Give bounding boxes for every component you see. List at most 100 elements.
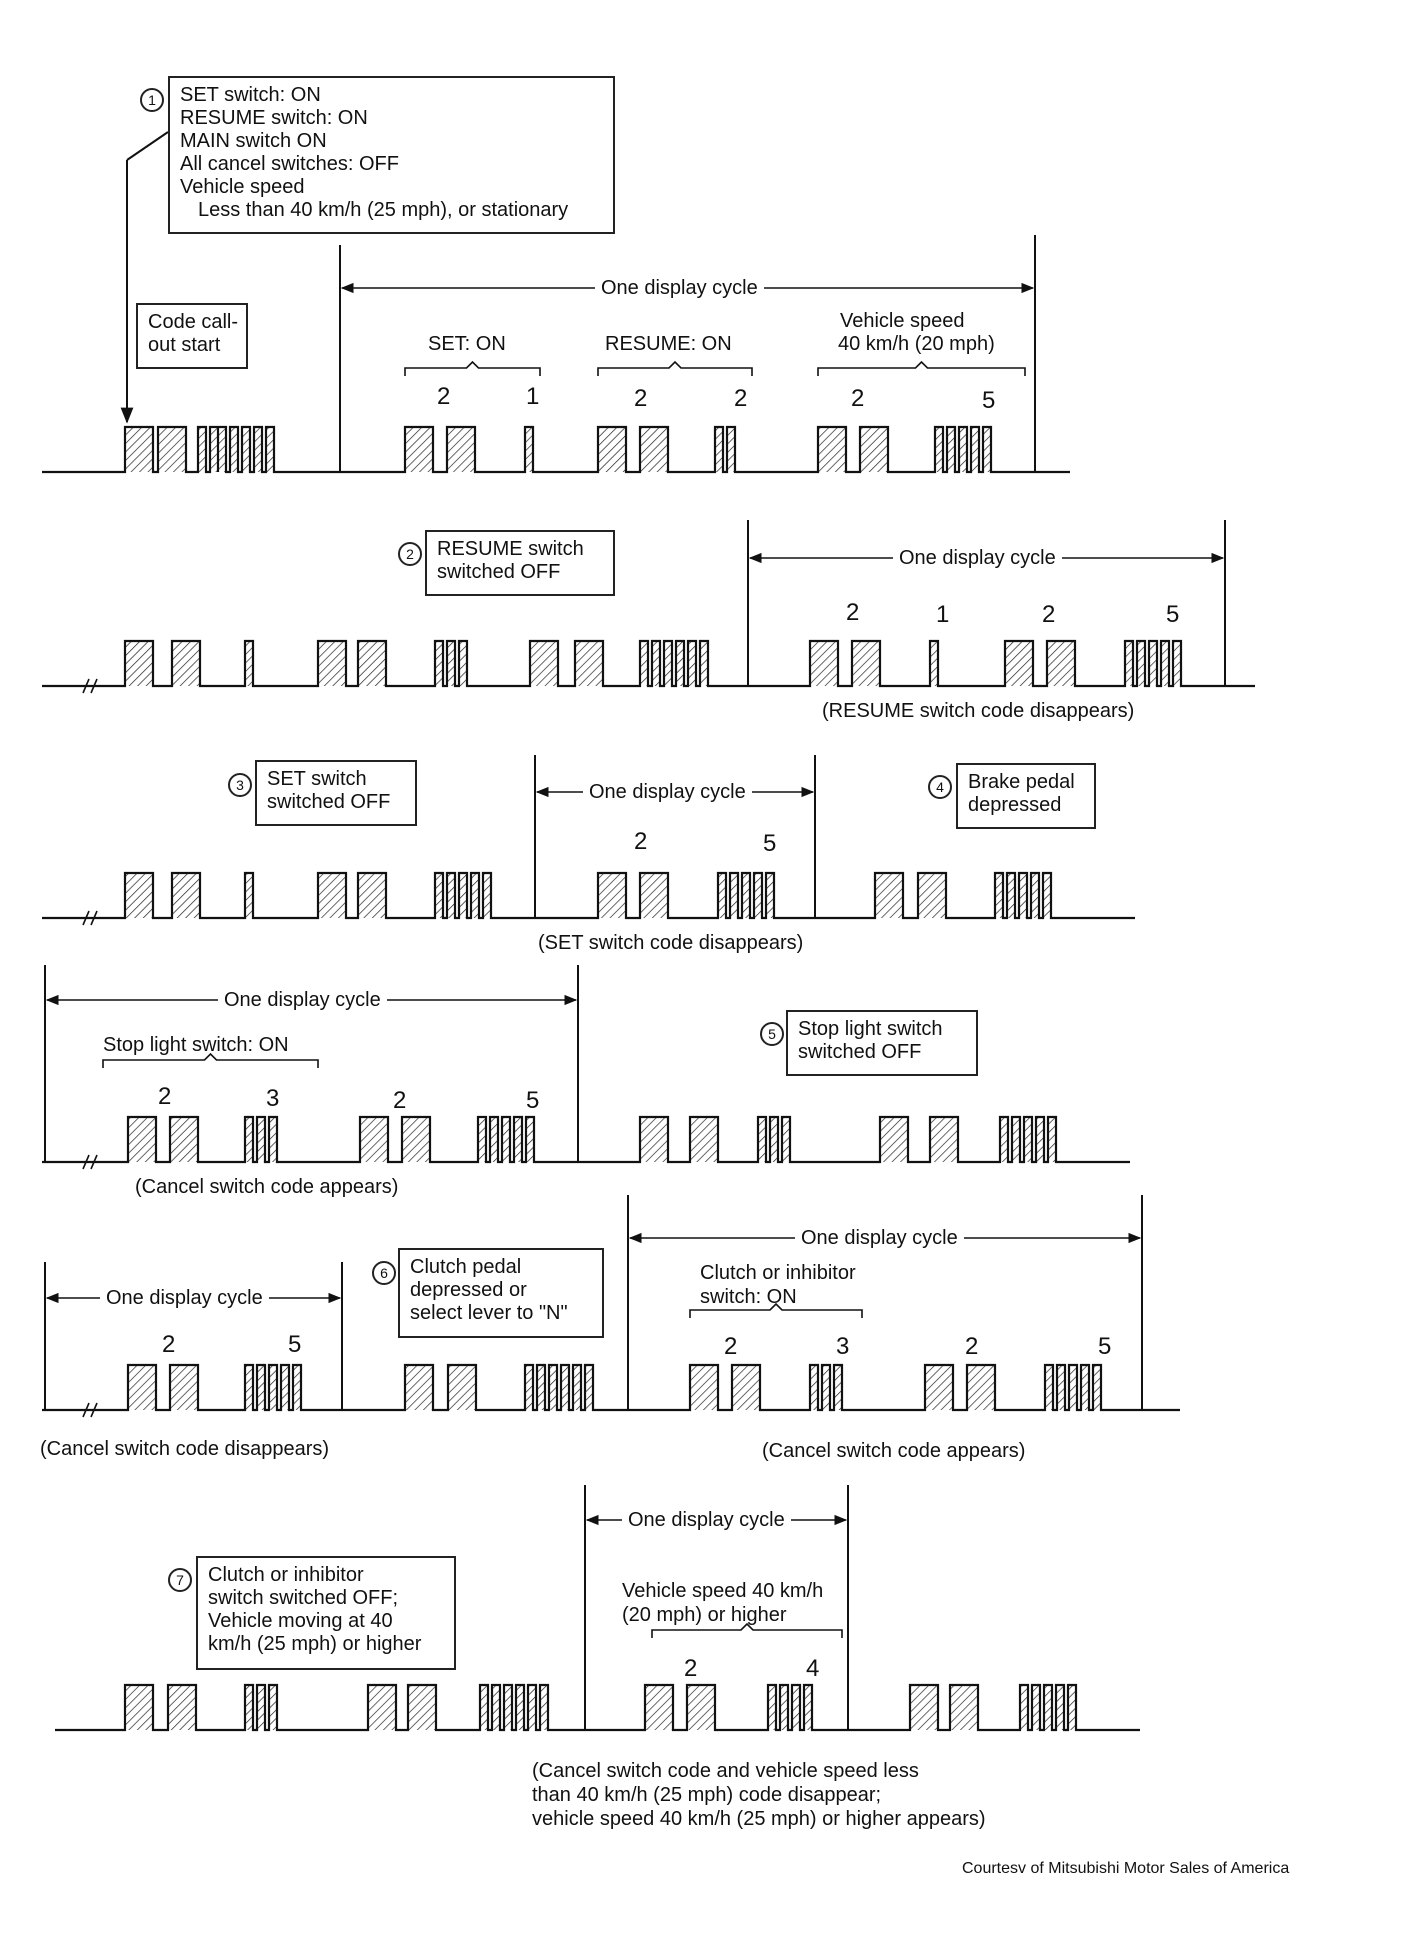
code-pulse (700, 641, 708, 686)
code-pulse (1125, 641, 1133, 686)
group-brace (102, 1052, 319, 1068)
code-pulse (525, 427, 533, 472)
group-brace (651, 1622, 843, 1638)
note-line: select lever to "N" (410, 1302, 568, 1324)
signal-line (42, 1115, 1130, 1164)
code-pulse (640, 427, 668, 472)
code-digit: 4 (806, 1655, 820, 1682)
step-5-marker: 5 (760, 1022, 784, 1046)
break-mark (82, 1402, 98, 1418)
code-pulse (792, 1685, 800, 1730)
step-1-marker: 1 (140, 88, 164, 112)
break-mark (82, 1154, 98, 1170)
code-digit: 2 (162, 1331, 176, 1358)
code-pulse (125, 427, 153, 472)
code-pulse (447, 427, 475, 472)
step-4-marker: 4 (928, 775, 952, 799)
code-digit: 2 (634, 828, 648, 855)
final-caption-line-1: (Cancel switch code and vehicle speed le… (532, 1760, 919, 1782)
code-pulse (459, 641, 467, 686)
code-pulse (530, 641, 558, 686)
code-pulse (1024, 1117, 1032, 1162)
code-pulse (408, 1685, 436, 1730)
code-pulse (758, 1117, 766, 1162)
code-digit: 5 (763, 830, 777, 857)
code-pulse (925, 1365, 953, 1410)
code-pulse (158, 427, 186, 472)
code-digit: 2 (851, 385, 865, 412)
code-pulse (360, 1117, 388, 1162)
cycle5b-label: One display cycle (795, 1226, 964, 1250)
code-pulse (254, 427, 262, 472)
code-pulse (435, 873, 443, 918)
note-line: Stop light switch (798, 1018, 943, 1040)
code-pulse (1012, 1117, 1020, 1162)
code-pulse (766, 873, 774, 918)
set-disappears-caption: (SET switch code disappears) (538, 932, 804, 954)
code-pulse (768, 1685, 776, 1730)
code-pulse (269, 1117, 277, 1162)
group-brace (689, 1302, 863, 1318)
code-pulse (640, 641, 648, 686)
code-digit: 3 (836, 1333, 850, 1360)
code-pulse (732, 1365, 760, 1410)
code-pulse (230, 427, 238, 472)
code-digit: 2 (437, 383, 451, 410)
note-line: switched OFF (798, 1041, 922, 1063)
note-line: Less than 40 km/h (25 mph), or stationar… (198, 199, 569, 221)
code-pulse (959, 427, 967, 472)
code-pulse (402, 1117, 430, 1162)
code-pulse (983, 427, 991, 472)
note-line: switched OFF (267, 791, 391, 813)
step-3-note: SET switch switched OFF (255, 760, 417, 826)
code-pulse (1005, 641, 1033, 686)
code-pulse (1057, 1365, 1065, 1410)
cycle1-label: One display cycle (595, 276, 764, 300)
row1-pulse-train (42, 425, 1070, 474)
code-pulse (810, 1365, 818, 1410)
code-pulse (1068, 1685, 1076, 1730)
code-pulse (368, 1685, 396, 1730)
code-pulse (1036, 1117, 1044, 1162)
code-pulse (435, 641, 443, 686)
note-line: Brake pedal (968, 771, 1075, 793)
code-pulse (198, 427, 206, 472)
code-pulse (730, 873, 738, 918)
set-on-label: SET: ON (428, 333, 506, 355)
code-digit: 2 (734, 385, 748, 412)
code-pulse (561, 1365, 569, 1410)
code-pulse (910, 1685, 938, 1730)
code-pulse (269, 1365, 277, 1410)
code-pulse (995, 873, 1003, 918)
code-pulse (1069, 1365, 1077, 1410)
note-line: SET switch: ON (180, 84, 321, 106)
code-start-arrow-leader (126, 131, 169, 161)
step-7-marker: 7 (168, 1568, 192, 1592)
note-line: Vehicle speed (180, 176, 305, 198)
step-6-marker: 6 (372, 1261, 396, 1285)
vehicle-speed-40-label: Vehicle speed 40 km/h (622, 1580, 824, 1602)
clutch-on-label-2: switch: ON (700, 1286, 797, 1308)
code-pulse (478, 1117, 486, 1162)
code-pulse (834, 1365, 842, 1410)
note-line: out start (148, 334, 221, 356)
step-6-note: Clutch pedal depressed or select lever t… (398, 1248, 604, 1338)
group-brace (597, 360, 753, 376)
code-pulse (875, 873, 903, 918)
code-pulse (1000, 1117, 1008, 1162)
credit-text: Courtesv of Mitsubishi Motor Sales of Am… (962, 1860, 1290, 1877)
note-line: SET switch (267, 768, 367, 790)
code-pulse (502, 1117, 510, 1162)
code-pulse (245, 1365, 253, 1410)
note-line: switched OFF (437, 561, 561, 583)
code-pulse (1161, 641, 1169, 686)
code-pulse (1020, 1685, 1028, 1730)
code-pulse (210, 427, 218, 472)
row2-pulse-train (42, 639, 1255, 694)
code-pulse (664, 641, 672, 686)
code-pulse (504, 1685, 512, 1730)
code-pulse (880, 1117, 908, 1162)
code-pulse (125, 641, 153, 686)
cycle4-label: One display cycle (218, 988, 387, 1012)
code-pulse (172, 641, 200, 686)
